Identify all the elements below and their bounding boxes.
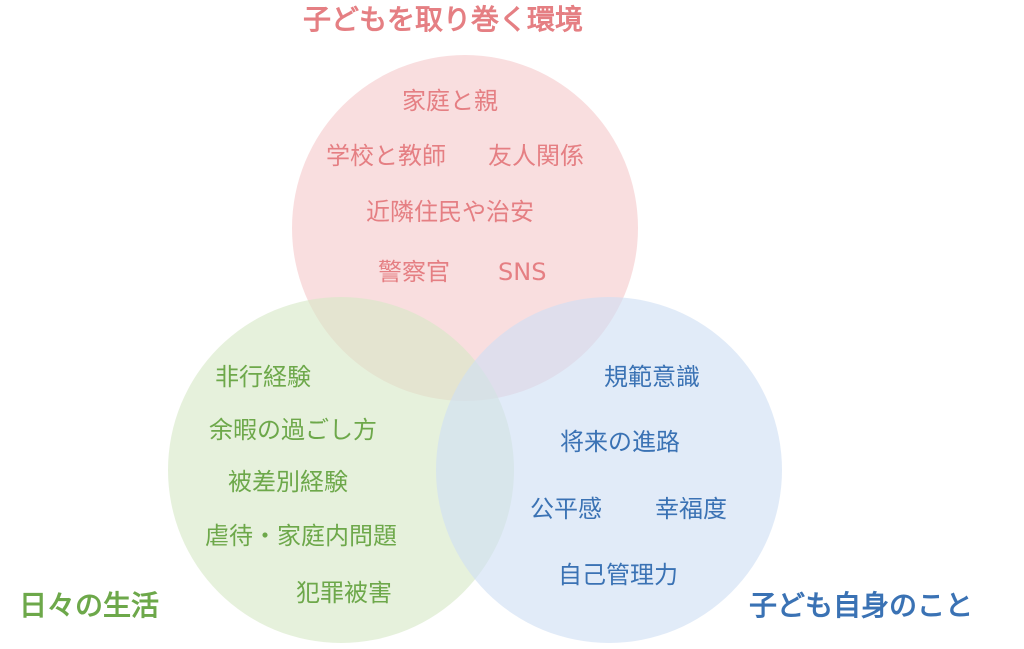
item-fairness: 公平感: [530, 495, 602, 523]
daily-life-title: 日々の生活: [19, 589, 160, 622]
item-abuse-family-issues: 虐待・家庭内問題: [205, 522, 397, 550]
item-self-management: 自己管理力: [558, 561, 678, 589]
item-discrimination: 被差別経験: [228, 468, 348, 496]
environment-title: 子どもを取り巻く環境: [303, 3, 584, 36]
item-sns: SNS: [498, 258, 547, 286]
item-neighbors-safety: 近隣住民や治安: [366, 198, 534, 226]
item-crime-victim: 犯罪被害: [296, 579, 392, 607]
item-family-parents: 家庭と親: [402, 87, 498, 115]
item-police: 警察官: [378, 258, 450, 286]
item-school-teachers: 学校と教師: [326, 142, 446, 170]
item-norm-awareness: 規範意識: [604, 363, 700, 391]
item-happiness: 幸福度: [655, 495, 727, 523]
item-friendships: 友人関係: [488, 142, 584, 170]
item-leisure: 余暇の過ごし方: [209, 416, 377, 444]
circle-self: [436, 297, 782, 643]
item-delinquency: 非行経験: [215, 363, 311, 391]
item-future-path: 将来の進路: [560, 428, 680, 456]
self-title: 子ども自身のこと: [749, 589, 974, 622]
